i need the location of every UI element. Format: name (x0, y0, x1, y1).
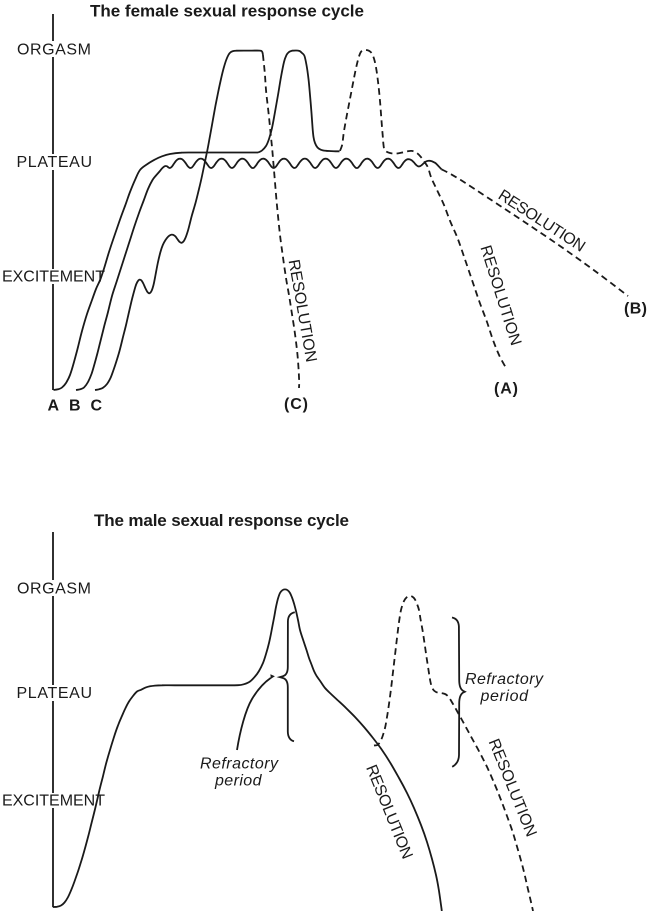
svg-text:Refractory: Refractory (200, 756, 279, 773)
svg-text:period: period (480, 688, 530, 705)
svg-text:(B): (B) (624, 301, 647, 318)
svg-text:EXCITEMENT: EXCITEMENT (2, 793, 105, 810)
svg-text:The female sexual response cyc: The female sexual response cycle (90, 2, 364, 21)
svg-text:(A): (A) (494, 381, 518, 398)
svg-text:A: A (48, 398, 60, 415)
svg-text:PLATEAU: PLATEAU (17, 685, 93, 702)
svg-text:B: B (69, 398, 81, 415)
svg-text:The male sexual response cycle: The male sexual response cycle (94, 511, 349, 530)
svg-text:EXCITEMENT: EXCITEMENT (2, 269, 105, 286)
svg-text:period: period (214, 773, 263, 790)
svg-text:C: C (91, 398, 103, 415)
svg-text:Refractory: Refractory (465, 671, 544, 688)
svg-text:PLATEAU: PLATEAU (17, 154, 93, 171)
svg-text:(C): (C) (284, 396, 308, 413)
svg-text:ORGASM: ORGASM (17, 41, 91, 58)
svg-text:ORGASM: ORGASM (17, 580, 91, 597)
